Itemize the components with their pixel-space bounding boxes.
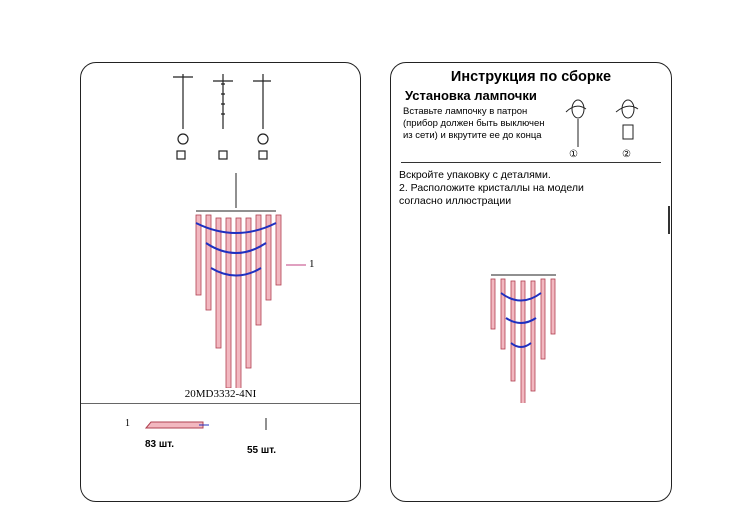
step-1: Вскройте упаковку с деталями.: [399, 169, 551, 181]
crystal-rod-icon: [144, 421, 209, 429]
bulb-instructions: Вставьте лампочку в патрон (прибор долже…: [403, 106, 545, 141]
bulb-install-illustration: [565, 99, 639, 147]
part-label: 1: [125, 418, 130, 429]
chandelier-illustration: [195, 173, 306, 388]
chandelier-illustration: [490, 274, 556, 403]
left-panel: 1 20MD3332-4NI 1 83 шт. 55 шт.: [80, 62, 361, 502]
step-mark: ②: [622, 149, 631, 160]
section-title: Установка лампочки: [405, 88, 537, 103]
pin-icon: [265, 418, 267, 430]
part-qty: 83 шт.: [145, 439, 175, 450]
part-qty: 55 шт.: [247, 445, 277, 456]
right-panel: Инструкция по сборке Установка лампочки …: [390, 62, 672, 502]
model-number: 20MD3332-4NI: [184, 388, 257, 400]
page-edge-mark: [668, 206, 670, 234]
page-title: Инструкция по сборке: [450, 69, 612, 85]
step-mark: ①: [569, 149, 578, 160]
step-2: 2. Расположите кристаллы на модели согла…: [399, 182, 584, 207]
hanging-options-illustration: [173, 74, 271, 160]
callout-label: 1: [309, 258, 315, 270]
